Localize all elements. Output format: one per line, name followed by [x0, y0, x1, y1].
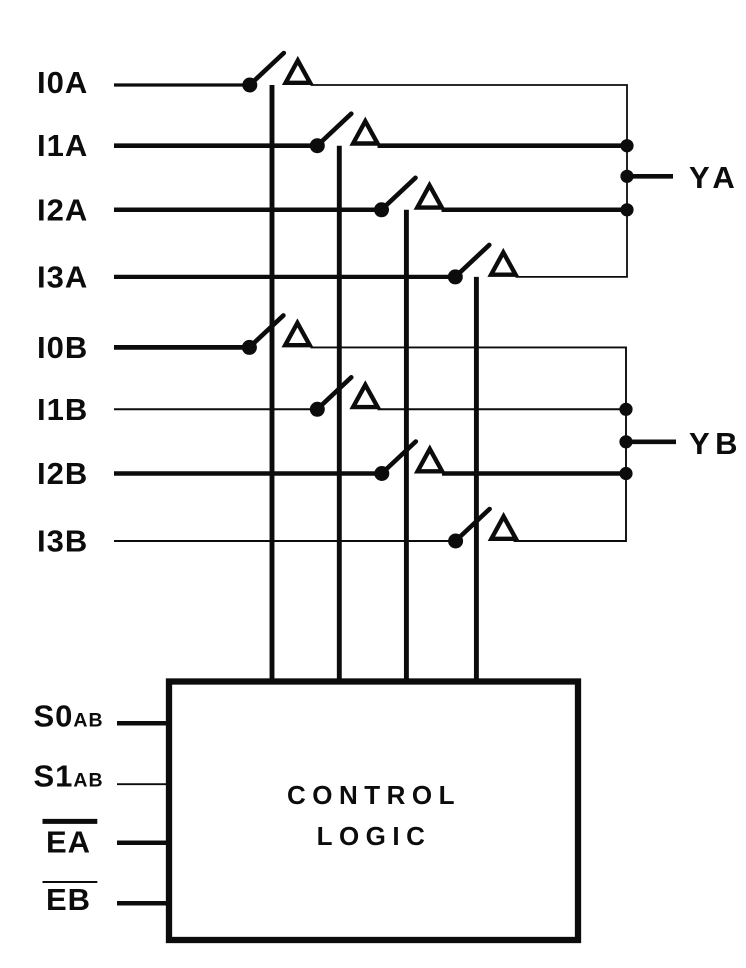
- svg-text:S1AB: S1AB: [34, 759, 104, 794]
- svg-text:I1B: I1B: [37, 392, 88, 427]
- svg-text:EA: EA: [46, 825, 91, 860]
- svg-text:I2A: I2A: [37, 192, 88, 227]
- svg-text:YA: YA: [689, 160, 740, 195]
- svg-text:CONTROL: CONTROL: [287, 780, 461, 810]
- svg-text:YB: YB: [689, 426, 743, 461]
- svg-text:S0AB: S0AB: [34, 699, 104, 734]
- svg-text:I2B: I2B: [37, 456, 88, 491]
- svg-text:I3B: I3B: [37, 524, 88, 559]
- svg-text:I0A: I0A: [37, 65, 88, 100]
- svg-text:I3A: I3A: [37, 259, 88, 294]
- svg-text:LOGIC: LOGIC: [317, 821, 432, 851]
- svg-text:EB: EB: [46, 882, 91, 917]
- svg-text:I0B: I0B: [37, 330, 88, 365]
- svg-text:I1A: I1A: [37, 128, 88, 163]
